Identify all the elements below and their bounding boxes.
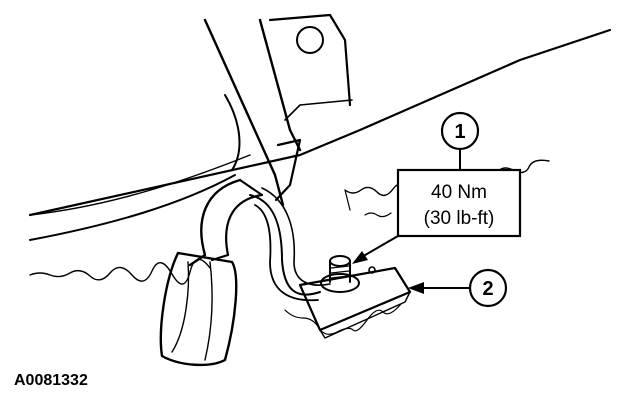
pillar-bolt-hole: [296, 26, 324, 54]
anchor-plate-shadow: [319, 291, 411, 339]
pillar-curve-2: [29, 174, 236, 241]
callout-2-arrowhead: [408, 282, 424, 294]
torque-spec-metric: 40 Nm: [431, 182, 487, 203]
anchor-bolt-top: [329, 255, 351, 267]
belt-buckle-inner: [171, 261, 190, 353]
belt-webbing-inner: [210, 193, 264, 262]
torque-spec-imperial: (30 lb-ft): [424, 208, 495, 229]
anchor-bolt-shank: [329, 261, 351, 283]
belt-buckle-body: [159, 251, 238, 367]
belt-strap-upper: [274, 138, 302, 202]
carpet-edge: [29, 258, 211, 285]
seat-frame-top: [268, 13, 352, 107]
belt-webbing-outer: [188, 178, 242, 267]
anchor-cable-2: [254, 204, 319, 302]
belt-webbing-fold: [239, 179, 263, 196]
anchor-cable-1: [249, 194, 321, 296]
callout-1-number: 1: [454, 121, 465, 143]
anchor-cable-3: [261, 187, 331, 286]
floor-pan-outline: [28, 28, 612, 217]
callout-1: 1 40 Nm (30 lb-ft): [352, 111, 522, 264]
seat-frame-left: [203, 18, 285, 207]
seat-frame-inner: [284, 99, 353, 121]
callout-2-number: 2: [482, 278, 493, 300]
callout-1-arrowhead: [352, 251, 368, 264]
carpet-edge-right-lower: [344, 189, 392, 218]
floor-pan-step-edge: [29, 154, 251, 216]
seat-frame-right: [258, 18, 302, 152]
callout-1-leader: [359, 235, 399, 259]
figure-id: A0081332: [14, 372, 88, 389]
anchor-plate-hole: [368, 266, 376, 274]
anchor-bolt-head: [320, 273, 360, 293]
belt-buckle-inner-2: [204, 261, 213, 361]
torque-spec-box: [396, 168, 522, 238]
pillar-curve: [224, 94, 241, 171]
callout-2: 2: [408, 268, 508, 308]
anchor-bolt-thread: [330, 265, 350, 279]
